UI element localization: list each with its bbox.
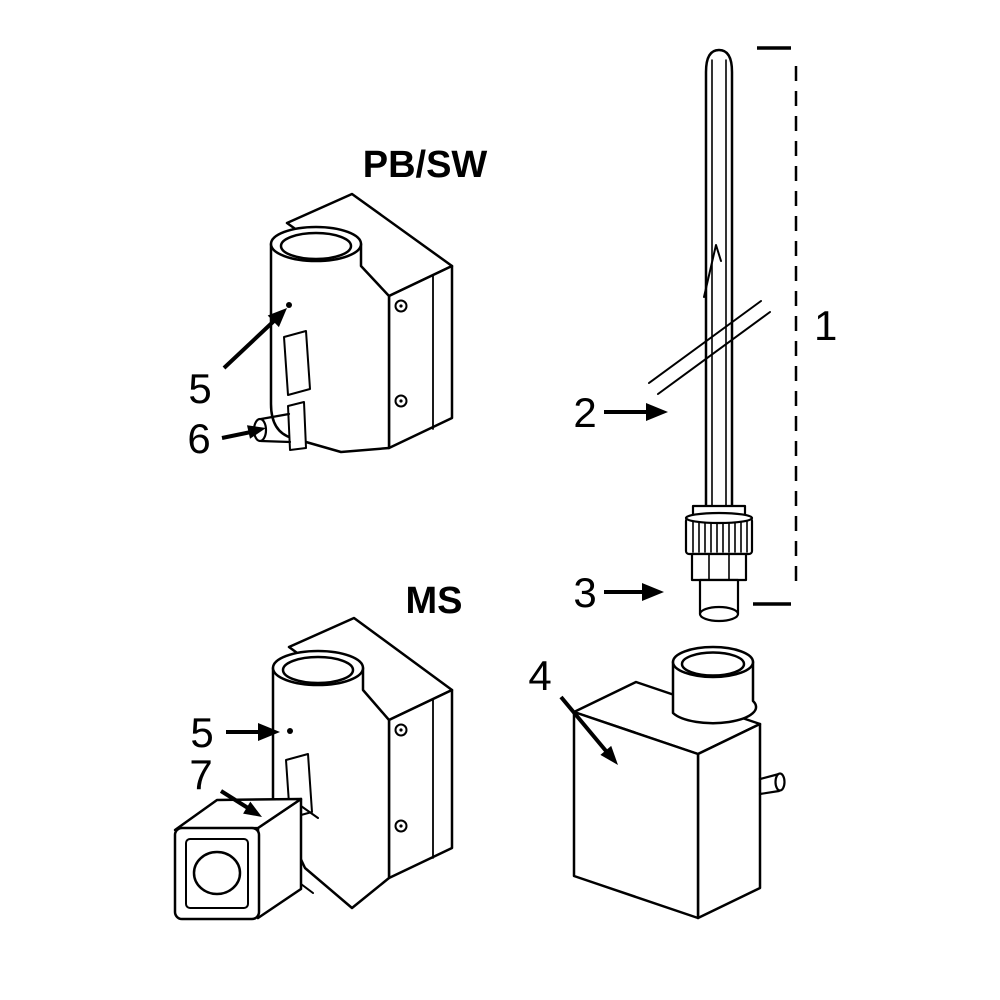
element-thread-fitting-drawing (684, 504, 754, 623)
ms-screw-top (394, 723, 408, 737)
callout-7-arrow-line (219, 789, 250, 810)
housing-right-face (696, 722, 762, 920)
callout-5-bottom: 5 (190, 709, 280, 756)
ms-screw-top-dot (399, 728, 403, 732)
pbsw-cylinder-inner (279, 231, 353, 261)
callout-6-arrow-line (221, 430, 252, 440)
callout-4: 4 (528, 652, 618, 765)
callout-3: 3 (573, 569, 664, 616)
break-mark-lower (657, 311, 771, 395)
fitting-bottom-ellipse (698, 605, 740, 623)
pbsw-mounting-plate (387, 264, 454, 450)
rod-outline (704, 48, 734, 510)
connector-attach-lines (300, 805, 319, 894)
housing-stub-cap (774, 772, 786, 792)
callout-4-arrow-line (559, 695, 608, 753)
fitting-hex-nut (690, 552, 748, 582)
callout-5-top: 5 (188, 308, 287, 412)
callout-1: 1 (814, 302, 837, 349)
ms-head-drawing (173, 616, 454, 921)
callout-4-label: 4 (528, 652, 551, 699)
variant-label-pbsw: PB/SW (363, 144, 488, 186)
pbsw-screw-top-dot (399, 304, 403, 308)
callout-1-label: 1 (814, 302, 837, 349)
callout-5-top-arrowhead (267, 308, 287, 328)
callout-3-arrowhead (642, 583, 664, 601)
ms-screw-bottom (394, 819, 408, 833)
callout-7-label: 7 (189, 751, 212, 798)
heating-element-rod-drawing (648, 48, 771, 510)
callout-5-bottom-arrowhead (258, 723, 280, 741)
variant-label-ms: MS (406, 580, 463, 622)
connector-inner-frame (185, 838, 249, 909)
ms-cylinder-inner (281, 655, 355, 685)
pbsw-screw-top (394, 299, 408, 313)
callout-5-top-arrow-line (222, 318, 277, 370)
fitting-ring-top-ellipse (684, 511, 754, 525)
length-dimension-line (753, 46, 798, 606)
pbsw-stub-bezel (287, 401, 307, 451)
connector-front-face (173, 826, 261, 921)
pbsw-indicator-hole (286, 302, 292, 308)
ms-mounting-plate (387, 688, 454, 880)
pbsw-screw-bottom (394, 394, 408, 408)
ms-indicator-hole (287, 728, 293, 734)
callout-4-arrowhead (600, 745, 618, 765)
pbsw-head-drawing (252, 192, 454, 454)
ms-connector-drawing (173, 797, 319, 921)
callout-2-label: 2 (573, 389, 596, 436)
callout-6: 6 (187, 415, 266, 462)
callout-5-bottom-label: 5 (190, 709, 213, 756)
pbsw-stub-lines (259, 412, 292, 444)
housing-stub-lines (758, 772, 781, 796)
callout-5-top-label: 5 (188, 365, 211, 412)
callout-6-label: 6 (187, 415, 210, 462)
callout-3-label: 3 (573, 569, 596, 616)
rod-sleeve-mark (703, 244, 722, 298)
pbsw-screw-bottom-dot (399, 399, 403, 403)
pbsw-body (269, 242, 391, 454)
housing-cylinder-inner (680, 651, 746, 677)
ms-screw-bottom-dot (399, 824, 403, 828)
callout-7-arrowhead (243, 801, 262, 817)
housing-front-face (572, 710, 700, 920)
housing-cylinder-body (671, 660, 758, 725)
callout-2-arrowhead (646, 403, 668, 421)
callout-7: 7 (189, 751, 262, 817)
element-housing-drawing (572, 645, 786, 920)
pbsw-front-label-plate (283, 330, 311, 396)
callout-6-arrowhead (247, 425, 266, 439)
connector-hole (192, 850, 242, 896)
fitting-rib-hatching (692, 520, 748, 553)
callout-2: 2 (573, 389, 668, 436)
break-mark-upper (648, 300, 762, 384)
